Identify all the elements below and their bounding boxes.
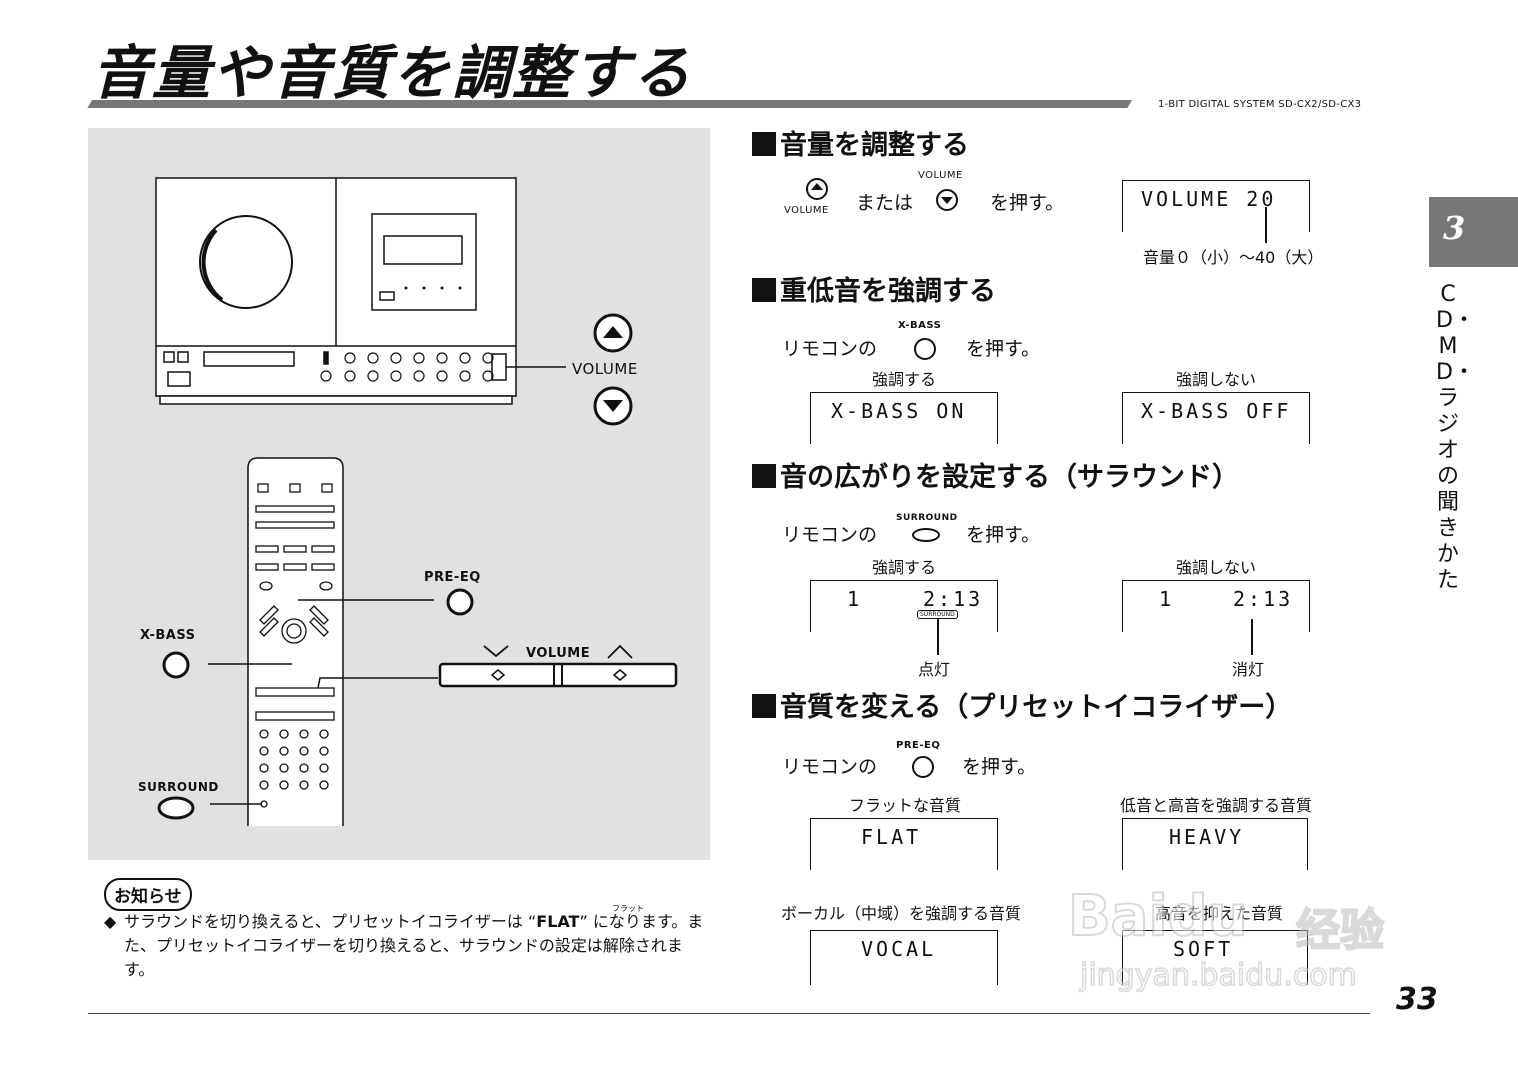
watermark: Baidu 经验 jingyan.baidu.com — [1067, 878, 1428, 1018]
unit-volume-buttons — [593, 313, 633, 426]
volume-range-note: 音量０（小）～40（大） — [1143, 248, 1324, 267]
pre-eq-heading: 音質を変える（プリセットイコライザー） — [752, 692, 1292, 724]
pre-eq-button-icon — [912, 756, 934, 778]
volume-up-triangle — [811, 183, 823, 190]
volume-down-triangle — [941, 197, 953, 204]
x-bass-label: X-BASS — [140, 628, 196, 643]
surround-note-on: 点灯 — [918, 660, 951, 679]
surround-display-on: 1 2:13 SURROUND — [810, 580, 998, 632]
surround-heading: 音の広がりを設定する（サラウンド） — [752, 462, 1239, 494]
surround-on-pointer — [937, 619, 939, 655]
surround-caption-on: 強調する — [871, 558, 936, 577]
eq-display-heavy: HEAVY — [1122, 818, 1308, 870]
surround-button-icon — [912, 528, 940, 542]
device-illustration: VOLUME PRE-EQ X-BASS SURROUND VOLUME — [88, 128, 710, 860]
volume-text-mid: または — [856, 192, 914, 214]
volume-up-label: VOLUME — [784, 205, 829, 216]
notice-body: ◆ サラウンドを切り換えると、プリセットイコライザーは “FLAT” になります… — [104, 912, 704, 979]
unit-volume-label: VOLUME — [572, 360, 638, 378]
eq-display-vocal: VOCAL — [810, 930, 998, 985]
remote-control — [208, 457, 438, 826]
eq-caption-soft: 高音を抑えた音質 — [1154, 904, 1283, 923]
model-label: 1-BIT DIGITAL SYSTEM SD-CX2/SD-CX3 — [1158, 99, 1362, 110]
eq-caption-heavy: 低音と高音を強調する音質 — [1119, 796, 1312, 815]
volume-text-end: を押す。 — [990, 192, 1065, 214]
footer-rule — [88, 1013, 1370, 1014]
volume-down-label: VOLUME — [918, 170, 963, 181]
xbass-button-label: X-BASS — [898, 320, 942, 331]
surround-off-pointer — [1251, 619, 1253, 655]
page-number: 33 — [1396, 982, 1438, 1017]
chapter-tab: 3 — [1429, 197, 1518, 267]
xbass-heading: 重低音を強調する — [752, 276, 996, 308]
surround-text-post: を押す。 — [966, 524, 1041, 546]
watermark-brand: Baidu — [1067, 883, 1249, 950]
volume-heading: 音量を調整する — [752, 130, 969, 162]
surround-button-label: SURROUND — [896, 513, 958, 523]
surround-indicator: SURROUND — [917, 610, 958, 619]
volume-display: VOLUME 20 — [1122, 180, 1310, 232]
eq-display-soft: SOFT — [1122, 930, 1308, 985]
xbass-text-pre: リモコンの — [782, 338, 878, 360]
notice-title: お知らせ — [104, 878, 192, 911]
notice-ruby: フラット — [612, 904, 644, 913]
pre-eq-text-post: を押す。 — [962, 756, 1037, 778]
eq-caption-vocal: ボーカル（中域）を強調する音質 — [780, 904, 1021, 923]
watermark-url: jingyan.baidu.com — [1079, 957, 1357, 994]
pre-eq-button-label: PRE-EQ — [896, 740, 941, 751]
xbass-display-on: X-BASS ON — [810, 392, 998, 444]
surround-note-off: 消灯 — [1232, 660, 1265, 679]
device-drawing — [155, 177, 678, 826]
surround-text-pre: リモコンの — [782, 524, 878, 546]
remote-volume-label: VOLUME — [526, 646, 591, 661]
pre-eq-label: PRE-EQ — [424, 570, 481, 585]
title-underline — [87, 100, 1132, 108]
surround-label: SURROUND — [138, 780, 219, 794]
eq-caption-flat: フラットな音質 — [848, 796, 961, 815]
xbass-text-post: を押す。 — [966, 338, 1041, 360]
chapter-title: CD・MD・ラジオの聞きかた — [1436, 282, 1475, 593]
xbass-display-off: X-BASS OFF — [1122, 392, 1310, 444]
eq-display-flat: FLAT — [810, 818, 998, 870]
xbass-caption-on: 強調する — [871, 370, 936, 389]
xbass-button-icon — [914, 338, 936, 360]
remote-callout-buttons — [157, 588, 678, 820]
surround-display-off: 1 2:13 — [1122, 580, 1310, 632]
page-title: 音量や音質を調整する — [92, 39, 693, 107]
volume-pointer — [1265, 207, 1267, 243]
surround-caption-off: 強調しない — [1175, 558, 1256, 577]
main-unit — [155, 177, 566, 405]
watermark-brand-suffix: 经验 — [1295, 904, 1385, 957]
xbass-caption-off: 強調しない — [1175, 370, 1256, 389]
pre-eq-text-pre: リモコンの — [782, 756, 878, 778]
diamond-bullet-icon: ◆ — [104, 912, 117, 931]
